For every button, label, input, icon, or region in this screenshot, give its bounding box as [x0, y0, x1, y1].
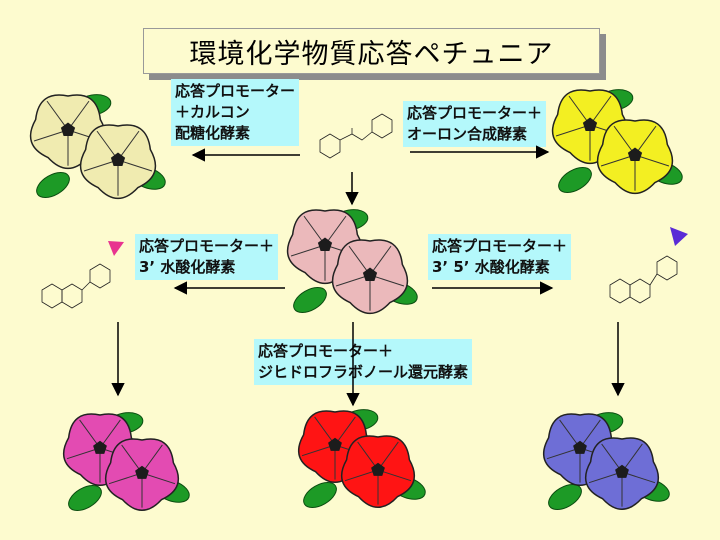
label-line: オーロン合成酵素 [407, 125, 528, 143]
flower-pink-icon [286, 209, 418, 315]
magenta-marker-icon [108, 241, 124, 256]
label-line: 応答プロモーター＋ [258, 342, 394, 360]
flower-blue-icon [542, 412, 670, 511]
arrows [111, 145, 625, 407]
label-35-hydroxylase: 応答プロモーター＋ 3’ 5’ 水酸化酵素 [428, 234, 572, 280]
label-line: 3’ 5’ 水酸化酵素 [432, 258, 550, 276]
label-aurone-synthase: 応答プロモーター＋ オーロン合成酵素 [403, 101, 547, 147]
label-line: 配糖化酵素 [175, 124, 251, 142]
label-line: ジヒドロフラボノール還元酵素 [258, 363, 469, 381]
label-line: 応答プロモーター＋ [407, 104, 543, 122]
flower-yellow-icon [551, 89, 683, 195]
chalcone-structure-icon [319, 113, 393, 159]
label-line: 応答プロモーター＋ [139, 237, 275, 255]
blue-marker-icon [670, 227, 688, 246]
label-line: 応答プロモーター＋ [432, 237, 568, 255]
label-3-hydroxylase: 応答プロモーター＋ 3’ 水酸化酵素 [135, 234, 279, 280]
label-dfr: 応答プロモーター＋ ジヒドロフラボノール還元酵素 [254, 339, 473, 385]
flower-cream-icon [29, 94, 166, 200]
dihydroquercetin-structure-icon [41, 263, 111, 309]
flower-magenta-icon [62, 412, 190, 512]
label-chalcone-glycosyltransferase: 応答プロモーター ＋カルコン 配糖化酵素 [171, 79, 300, 146]
label-line: ＋カルコン [175, 103, 250, 121]
page-title: 環境化学物質応答ペチュニア [143, 28, 600, 74]
label-line: 3’ 水酸化酵素 [139, 258, 236, 276]
dihydromyricetin-structure-icon [609, 255, 678, 304]
label-line: 応答プロモーター [175, 82, 296, 100]
flower-red-icon [297, 409, 426, 509]
